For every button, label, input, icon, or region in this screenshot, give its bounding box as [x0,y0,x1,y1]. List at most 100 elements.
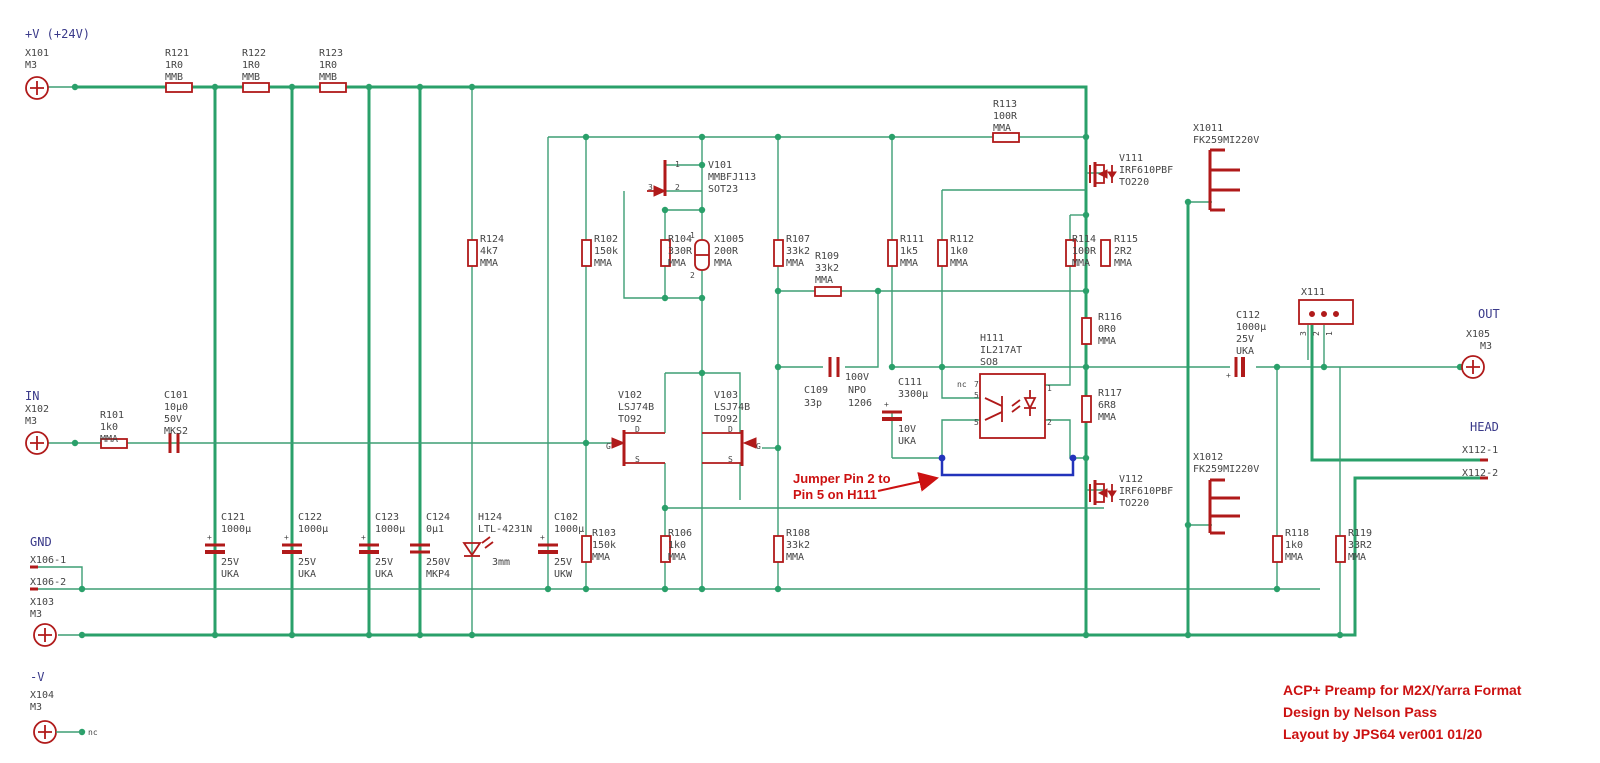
value: 1000µ [554,524,584,535]
connector-name: X111 [1301,287,1325,298]
ref: R106 [668,528,692,539]
connector-x101[interactable]: X101 M3 [25,48,49,100]
polarity: + [284,533,289,542]
resistor-r122[interactable]: R122 1R0 MMB [242,48,270,93]
capacitor-c102[interactable]: + C102 1000µ 25V UKW [538,512,584,580]
connector-x112[interactable]: X112-1 X112-2 [1462,445,1498,480]
resistor-r116[interactable]: R116 0R0 MMA [1081,312,1122,347]
jfet-v102[interactable]: D S G V102 LSJ74B TO92 [606,390,665,466]
package: MMA [1114,258,1132,269]
resistor-r115[interactable]: R115 2R2 MMA [1100,234,1138,269]
heatsink-x1011[interactable]: X1011 FK259MI220V [1193,123,1259,212]
pin-label: D [635,425,640,434]
mosfet-v111[interactable]: V111 IRF610PBF TO220 [1089,153,1173,188]
resistor-r121[interactable]: R121 1R0 MMB [165,48,193,93]
ref: C101 [164,390,188,401]
led-h124[interactable]: H124 LTL-4231N 3mm [462,512,532,568]
resistor-r113[interactable]: R113 100R MMA [992,99,1020,143]
value: 0µ1 [426,524,444,535]
resistor-r118[interactable]: R118 1k0 MMA [1272,528,1309,563]
value: IRF610PBF [1119,486,1173,497]
pin-number: 2 [690,271,695,280]
connector-x103[interactable]: X103 M3 [30,597,57,647]
voltage: 25V [1236,334,1254,345]
capacitor-c123[interactable]: + C123 1000µ 25V UKA [359,512,405,580]
polarity: + [207,533,212,542]
resistor-r106[interactable]: R106 1k0 MMA [660,528,692,563]
value: LTL-4231N [478,524,532,535]
value: 150k [594,246,618,257]
capacitor-c121[interactable]: + C121 1000µ 25V UKA [205,512,251,580]
pin-number: 3 [1299,331,1308,336]
package: MMA [993,123,1011,134]
capacitor-c112[interactable]: + C112 1000µ 25V UKA [1226,310,1266,380]
capacitor-c109[interactable]: 100V C109 NPO 33p 1206 [804,357,872,409]
pin-number: 1 [690,231,695,240]
resistor-r119[interactable]: R119 33R2 MMA [1335,528,1372,563]
package: UKA [375,569,393,580]
value: 100R [1072,246,1097,257]
resistor-r112[interactable]: R112 1k0 MMA [937,234,974,269]
ref: R108 [786,528,810,539]
resistor-r123[interactable]: R123 1R0 MMB [319,48,347,93]
resistor-r107[interactable]: R107 33k2 MMA [773,234,810,269]
resistor-r103[interactable]: R103 150k MMA [581,528,616,563]
connector-x104[interactable]: nc X104 M3 [30,690,98,744]
voltage: 25V [221,557,239,568]
jfet-v103[interactable]: D S G V103 LSJ74B TO92 [702,390,761,466]
resistor-r104[interactable]: R104 330R MMA [660,234,693,269]
package: MMA [668,258,686,269]
mosfet-v112[interactable]: V112 IRF610PBF TO220 [1089,474,1173,509]
value: FK259MI220V [1193,135,1259,146]
resistor-r111[interactable]: R111 1k5 MMA [887,234,924,269]
capacitor-c122[interactable]: + C122 1000µ 25V UKA [282,512,328,580]
package: TO92 [618,414,642,425]
package: TO220 [1119,177,1149,188]
value: IL217AT [980,345,1022,356]
ref: R103 [592,528,616,539]
jfet-v101[interactable]: 1 2 3 V101 MMBFJ113 SOT23 [647,160,756,197]
ref: C109 [804,385,828,396]
title-line: Design by Nelson Pass [1283,704,1437,720]
value: 6R8 [1098,400,1116,411]
connector-x105[interactable]: X105 M3 [1461,329,1492,379]
ref: R101 [100,410,124,421]
connector-x106[interactable]: X106-1 X106-2 [30,555,66,591]
value: 1000µ [375,524,405,535]
resistor-r102[interactable]: R102 150k MMA [581,234,618,269]
package: MMA [1285,552,1303,563]
resistor-r109[interactable]: R109 33k2 MMA [814,251,842,297]
value: 1k5 [900,246,918,257]
connector-x102[interactable]: X102 M3 [25,404,49,455]
resistor-r124[interactable]: R124 4k7 MMA [467,234,504,269]
value: 1000µ [298,524,328,535]
value: 2R2 [1114,246,1132,257]
pin-number: 2 [675,183,680,192]
net-label-vplus: +V (+24V) [25,27,90,41]
connector-value: M3 [1480,341,1492,352]
capacitor-c101[interactable]: C101 10µ0 50V MKS2 [164,390,188,453]
value: LSJ74B [618,402,654,413]
capacitor-c124[interactable]: C124 0µ1 250V MKP4 [410,512,450,580]
resistor-r108[interactable]: R108 33k2 MMA [773,528,810,563]
title-block: ACP+ Preamp for M2X/Yarra Format Design … [1283,682,1522,742]
package: MMA [1072,258,1090,269]
optocoupler-h111[interactable]: 7 5 5 1 2 nc H111 IL217AT SO8 [957,333,1052,439]
resistor-r114[interactable]: R114 100R MMA [1065,234,1097,269]
resistor-r101[interactable]: R101 1k0 MMA [100,410,128,449]
connector-value: M3 [30,702,42,713]
ref: X1011 [1193,123,1223,134]
connector-x111[interactable]: X111 3 2 1 [1298,287,1354,336]
package: MMA [100,434,118,445]
trimmer-x1005[interactable]: 1 2 X1005 200R MMA [690,231,744,280]
value: 1R0 [165,60,183,71]
ref: V101 [708,160,732,171]
ref: X1005 [714,234,744,245]
heatsink-x1012[interactable]: X1012 FK259MI220V [1193,452,1259,535]
resistor-r117[interactable]: R117 6R8 MMA [1081,388,1122,423]
pin-label: X112-1 [1462,445,1498,456]
net-label-gnd: GND [30,535,52,549]
annotation-arrow [877,472,939,492]
capacitor-c111[interactable]: + C111 3300µ 10V UKA [882,377,928,447]
